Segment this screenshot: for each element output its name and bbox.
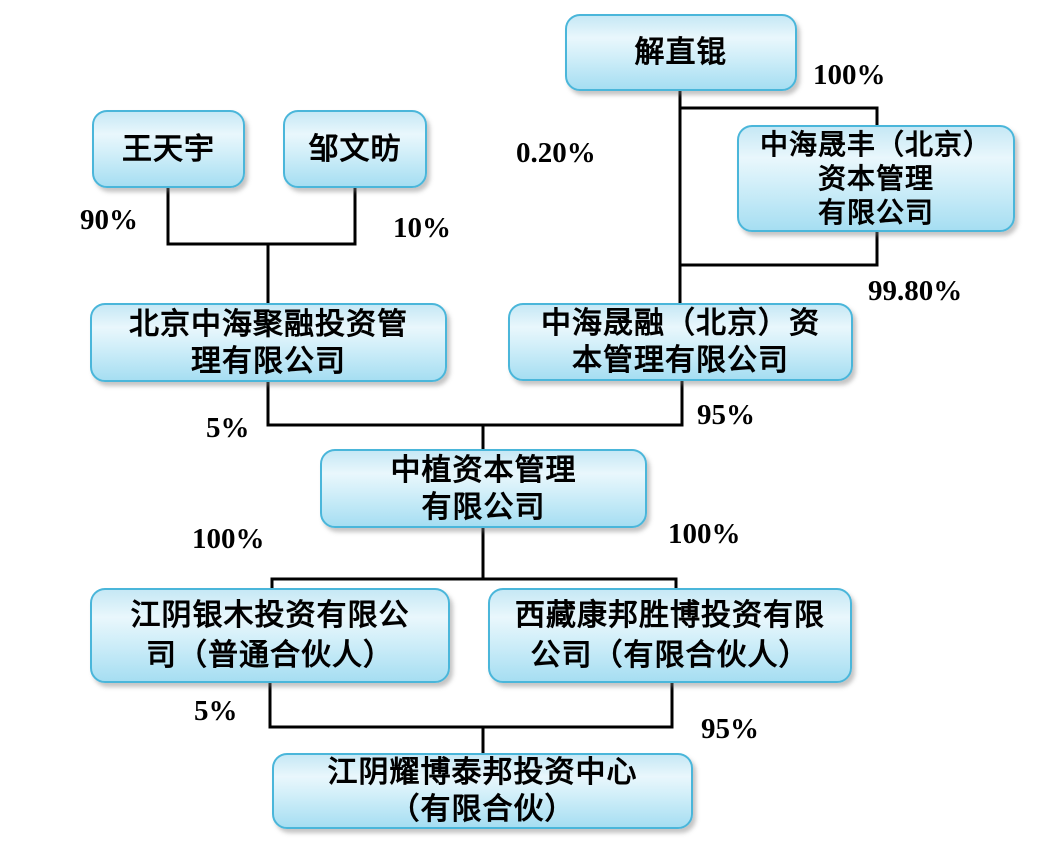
pct-zhongzhi-to-kangbang: 100% — [668, 518, 741, 550]
node-label: 公司（有限合伙人） — [530, 637, 810, 673]
edge-jiezhikun-shengfeng — [680, 106, 879, 126]
edge-zhongzhi-split — [270, 528, 678, 588]
edge-merge-row3 — [266, 423, 684, 449]
node-xizang-kangbang: 西藏康邦胜博投资有限 公司（有限合伙人） — [488, 588, 852, 683]
node-label: 西藏康邦胜博投资有限 — [515, 597, 825, 633]
node-label: 司（普通合伙人） — [146, 637, 394, 673]
node-label: 中海晟融（北京）资 — [541, 306, 820, 341]
node-beijing-jurong: 北京中海聚融投资管 理有限公司 — [90, 303, 447, 382]
node-label: 理有限公司 — [191, 343, 346, 379]
node-zhonghai-shengfeng: 中海晟丰（北京） 资本管理 有限公司 — [737, 125, 1015, 232]
pct-jiezhikun-to-shengfeng: 100% — [813, 59, 886, 91]
edge-shengfeng-shengrong — [680, 231, 879, 267]
node-label: 江阴耀博泰邦投资中心 — [327, 755, 638, 790]
node-zouwenfang: 邹文昉 — [283, 110, 427, 188]
node-label: 资本管理 — [817, 161, 934, 195]
pct-shengfeng-to-shengrong: 99.80% — [868, 275, 963, 307]
node-zhonghai-shengrong: 中海晟融（北京）资 本管理有限公司 — [508, 303, 853, 381]
pct-zouwenfang-to-jurong: 10% — [393, 212, 451, 244]
pct-wangtianyu-to-jurong: 90% — [80, 204, 138, 236]
node-label: 北京中海聚融投资管 — [129, 306, 408, 342]
pct-jiezhikun-to-shengrong: 0.20% — [516, 137, 596, 169]
pct-zhongzhi-to-yinmu: 100% — [192, 523, 265, 555]
pct-shengrong-to-zhongzhi: 95% — [697, 399, 755, 431]
pct-yinmu-to-yaobo: 5% — [194, 695, 238, 727]
node-label: 解直锟 — [634, 35, 728, 70]
node-label: 邹文昉 — [308, 131, 402, 167]
pct-jurong-to-zhongzhi: 5% — [206, 412, 250, 444]
node-label: （有限合伙） — [389, 792, 576, 827]
node-label: 本管理有限公司 — [572, 343, 789, 378]
node-label: 中植资本管理 — [390, 452, 577, 488]
edge-merge-row5 — [268, 725, 674, 753]
node-jiezhikun: 解直锟 — [565, 14, 797, 91]
node-label: 中海晟丰（北京） — [759, 127, 992, 161]
edge-merge-row2 — [166, 242, 357, 303]
node-label: 王天宇 — [122, 131, 215, 167]
node-wangtianyu: 王天宇 — [92, 110, 245, 188]
node-zhongzhi: 中植资本管理 有限公司 — [320, 449, 647, 528]
pct-kangbang-to-yaobo: 95% — [701, 713, 759, 745]
node-jiangyin-yaobo: 江阴耀博泰邦投资中心 （有限合伙） — [272, 753, 693, 829]
node-label: 有限公司 — [817, 195, 934, 229]
node-label: 江阴银木投资有限公 — [130, 597, 410, 633]
node-jiangyin-yinmu: 江阴银木投资有限公 司（普通合伙人） — [90, 588, 450, 683]
node-label: 有限公司 — [421, 489, 546, 525]
